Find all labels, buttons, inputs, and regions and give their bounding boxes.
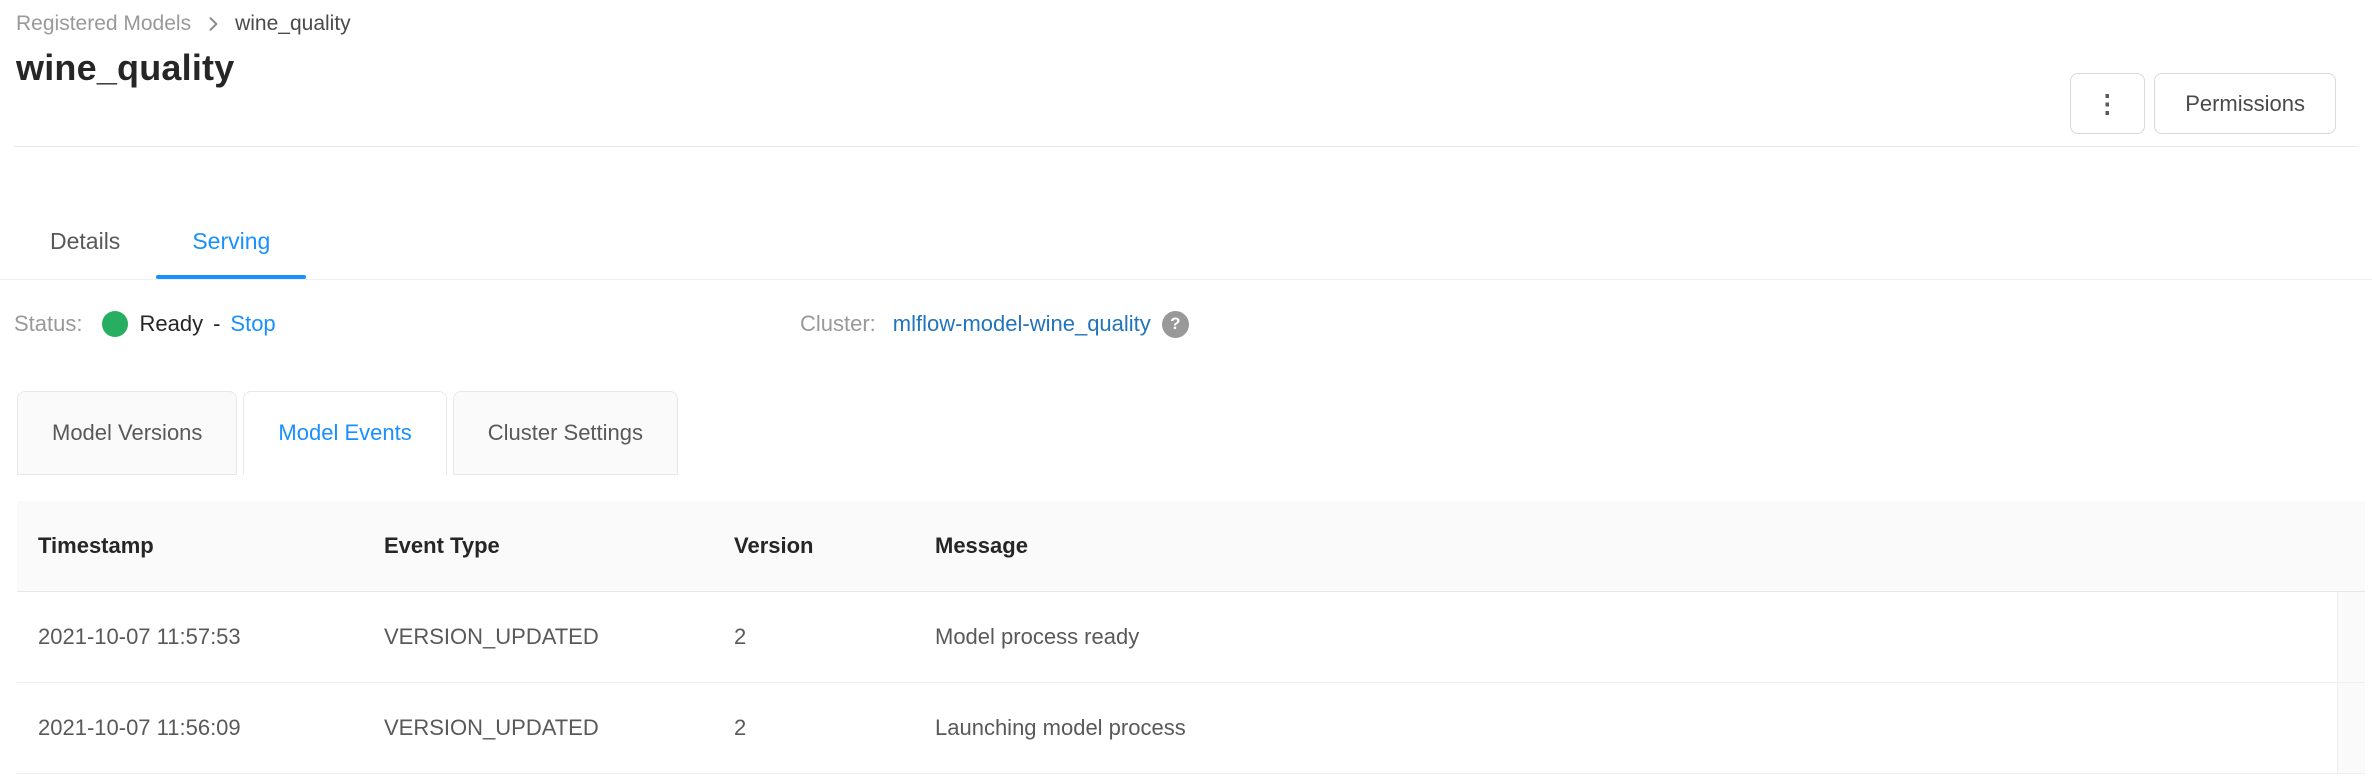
cluster-link[interactable]: mlflow-model-wine_quality: [892, 311, 1151, 336]
cluster-group: Cluster: mlflow-model-wine_quality ?: [800, 310, 1189, 338]
permissions-button[interactable]: Permissions: [2154, 73, 2336, 134]
page-header: wine_quality: [16, 46, 2356, 90]
model-events-table: Timestamp Event Type Version Message 202…: [17, 501, 2365, 774]
serving-sub-tabs: Model Versions Model Events Cluster Sett…: [17, 391, 2372, 475]
column-header-version: Version: [734, 533, 814, 558]
table-row: 2021-10-07 11:56:09 VERSION_UPDATED 2 La…: [17, 683, 2365, 774]
table-scrollbar-gutter: [2337, 592, 2365, 682]
breadcrumb-link-registered-models[interactable]: Registered Models: [16, 12, 192, 35]
cell-version: 2: [734, 715, 747, 740]
table-row: 2021-10-07 11:57:53 VERSION_UPDATED 2 Mo…: [17, 592, 2365, 683]
status-dash: -: [213, 311, 221, 336]
tab-serving[interactable]: Serving: [156, 147, 307, 279]
subtab-cluster-settings[interactable]: Cluster Settings: [452, 391, 679, 475]
column-header-event-type: Event Type: [384, 533, 500, 558]
page-title: wine_quality: [16, 47, 235, 88]
cell-event-type: VERSION_UPDATED: [384, 715, 599, 740]
status-ready-icon: [102, 311, 129, 337]
help-icon[interactable]: ?: [1161, 310, 1189, 338]
cell-version: 2: [734, 624, 747, 649]
breadcrumb-chevron-icon: [203, 14, 223, 34]
breadcrumb: Registered Models wine_quality: [16, 10, 2356, 38]
table-header-row: Timestamp Event Type Version Message: [17, 501, 2365, 592]
cell-timestamp: 2021-10-07 11:57:53: [38, 624, 241, 649]
tab-details[interactable]: Details: [50, 228, 121, 254]
stop-serving-link[interactable]: Stop: [230, 311, 276, 336]
breadcrumb-current: wine_quality: [235, 12, 351, 35]
status-value: Ready: [139, 311, 204, 336]
column-header-message: Message: [935, 533, 1028, 558]
subtab-model-events[interactable]: Model Events: [243, 391, 447, 475]
status-row: Status: Ready - Stop Cluster: mlflow-mod…: [14, 302, 2358, 346]
header-divider: [14, 146, 2358, 147]
cluster-label: Cluster:: [800, 311, 876, 336]
kebab-icon: ⋮: [2094, 89, 2121, 118]
cell-event-type: VERSION_UPDATED: [384, 624, 599, 649]
status-label: Status:: [14, 311, 83, 336]
kebab-menu-button[interactable]: ⋮: [2070, 73, 2146, 134]
cell-message: Launching model process: [935, 715, 1186, 740]
cell-message: Model process ready: [935, 624, 1140, 649]
subtab-model-versions[interactable]: Model Versions: [17, 391, 238, 475]
header-actions: ⋮ Permissions: [2070, 73, 2336, 134]
column-header-timestamp: Timestamp: [38, 533, 154, 558]
table-scrollbar-gutter: [2337, 683, 2365, 773]
cell-timestamp: 2021-10-07 11:56:09: [38, 715, 241, 740]
table-header-gutter: [2337, 501, 2365, 591]
main-tabs: Details Serving: [0, 147, 2372, 280]
